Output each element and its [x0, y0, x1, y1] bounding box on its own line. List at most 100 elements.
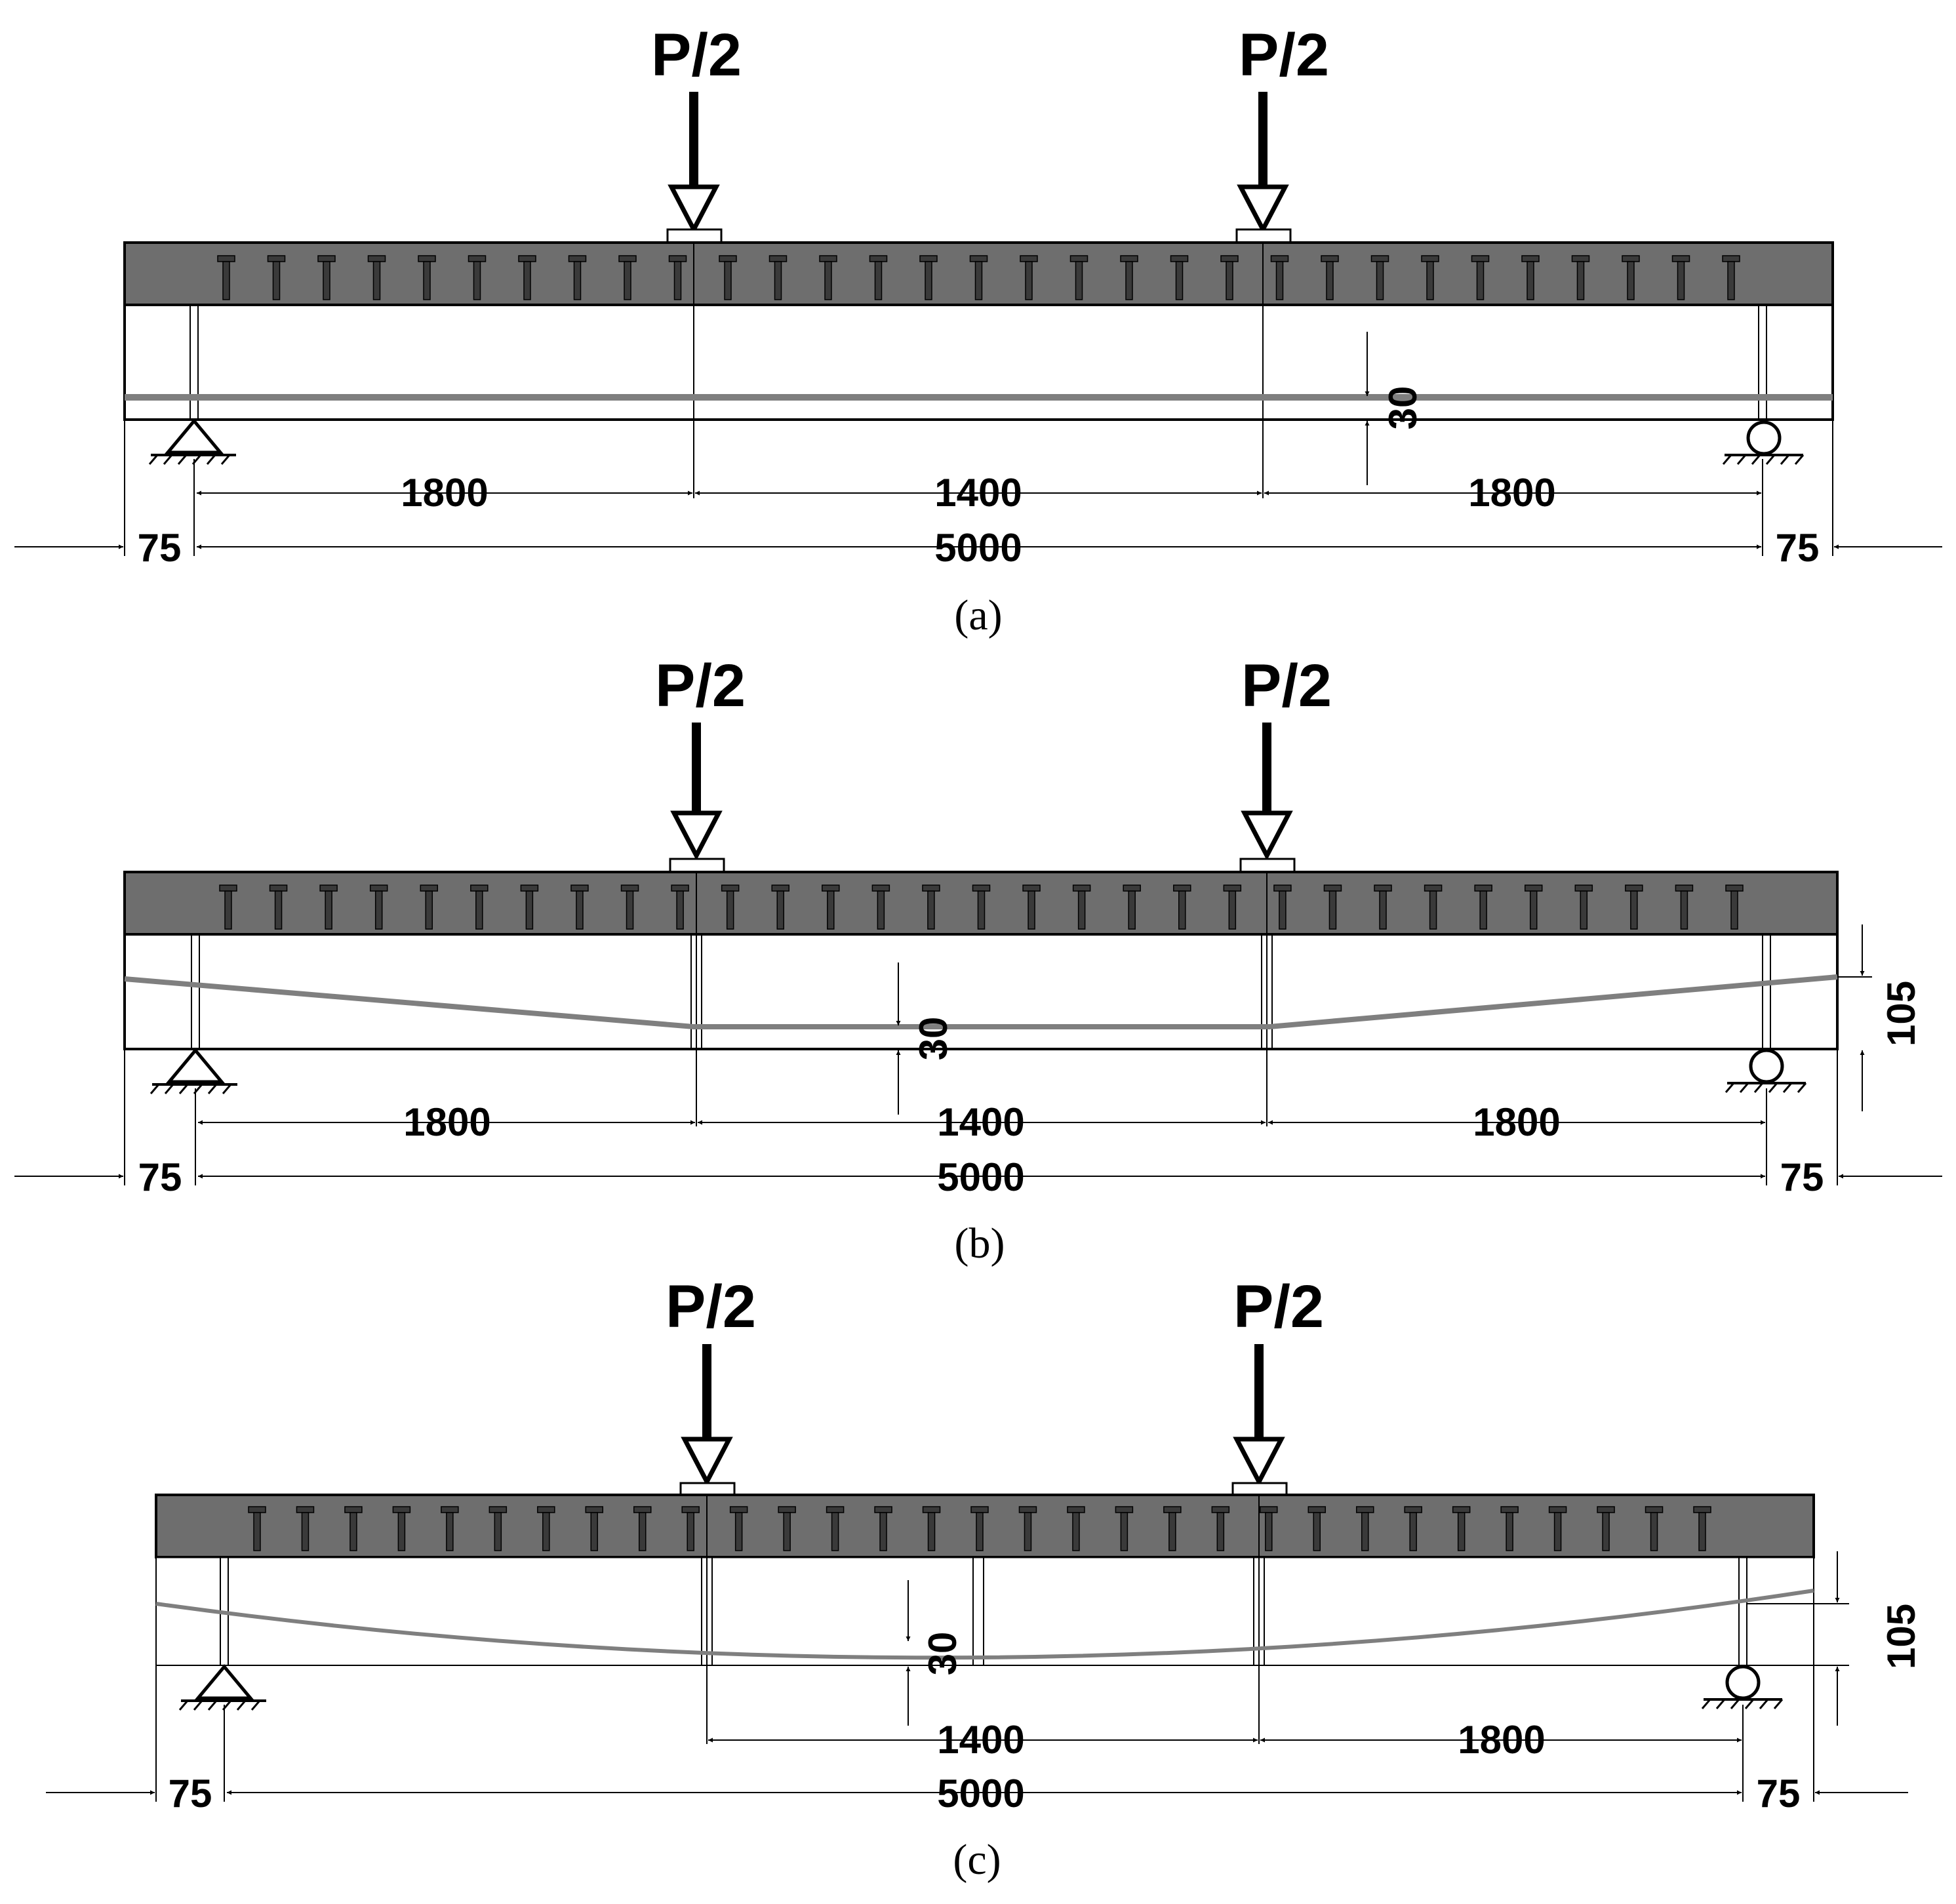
stud-head — [969, 255, 988, 262]
stud-head — [1722, 255, 1740, 262]
stud-head — [1220, 255, 1239, 262]
stud-shank — [1028, 890, 1035, 930]
stud-head — [1675, 884, 1694, 892]
stud-head — [970, 1506, 989, 1513]
steel-beam — [123, 933, 1839, 1050]
stud-shank — [323, 261, 330, 300]
stud-head — [520, 884, 539, 892]
stud-head — [618, 255, 637, 262]
stud-head — [1270, 255, 1289, 262]
stud-shank — [1128, 890, 1136, 930]
dim-overhang-left: 75 — [138, 526, 182, 570]
load-label: P/2 — [1233, 1273, 1324, 1340]
stud-shank — [1429, 890, 1437, 930]
stud-shank — [687, 1512, 694, 1551]
stud-head — [367, 255, 386, 262]
stud-shank — [1326, 261, 1334, 300]
stud-head — [671, 884, 689, 892]
stud-head — [871, 884, 890, 892]
stud-head — [269, 884, 288, 892]
stud-shank — [1527, 261, 1534, 300]
stud-shank — [272, 261, 281, 300]
stud-head — [1067, 1506, 1085, 1513]
dim-middle-span: 1400 — [934, 471, 1022, 515]
panel-a: P/2 P/2 — [14, 22, 1942, 639]
dim-overhang-right: 75 — [1780, 1155, 1824, 1199]
stud-head — [1574, 884, 1593, 892]
stud-head — [719, 255, 737, 262]
stud-head — [668, 255, 687, 262]
stud-shank — [1168, 1512, 1176, 1551]
load-label: P/2 — [655, 652, 746, 719]
stud-shank — [1576, 261, 1585, 300]
stud-shank — [1553, 1512, 1562, 1551]
stud-head — [1597, 1506, 1615, 1513]
stud-head — [972, 884, 991, 892]
stud-head — [1223, 884, 1242, 892]
roller-support — [1722, 420, 1805, 465]
stud-head — [1374, 884, 1392, 892]
steel-beam — [123, 304, 1834, 421]
stud-shank — [446, 1512, 454, 1551]
stud-head — [267, 255, 286, 262]
stud-head — [1625, 884, 1643, 892]
stud-shank — [573, 261, 582, 300]
stud-shank — [974, 261, 983, 300]
stud-head — [633, 1506, 652, 1513]
stud-shank — [776, 890, 784, 930]
shear-studs — [217, 255, 1740, 300]
stud-shank — [1265, 1512, 1273, 1551]
stud-shank — [1313, 1512, 1321, 1551]
stud-shank — [523, 261, 531, 300]
stud-head — [922, 884, 940, 892]
stud-head — [317, 255, 336, 262]
stud-head — [721, 884, 740, 892]
stud-head — [369, 884, 388, 892]
stud-shank — [783, 1512, 791, 1551]
dim-span: 5000 — [937, 1772, 1024, 1815]
stud-head — [570, 884, 589, 892]
dim-shear-span-left: 1800 — [403, 1100, 490, 1144]
stud-shank — [1328, 890, 1337, 930]
stud-head — [1020, 255, 1038, 262]
steel-beam — [156, 1557, 1814, 1665]
dim-eccentricity-mid: 30 — [911, 1017, 955, 1061]
stud-shank — [349, 1512, 357, 1551]
shear-studs — [248, 1506, 1711, 1551]
stud-head — [1069, 255, 1088, 262]
load-arrow-right: P/2 — [1235, 22, 1329, 244]
stud-head — [869, 255, 888, 262]
stud-shank — [475, 890, 483, 930]
stud-head — [919, 255, 938, 262]
stud-shank — [724, 261, 732, 300]
stud-head — [1500, 1506, 1519, 1513]
roller-support — [1701, 1665, 1784, 1709]
stud-head — [1120, 255, 1138, 262]
load-label: P/2 — [666, 1273, 756, 1340]
stud-shank — [1506, 1512, 1513, 1551]
stud-shank — [473, 261, 481, 300]
dim-eccentricity-mid: 30 — [921, 1632, 965, 1676]
stud-shank — [874, 261, 883, 300]
stud-head — [296, 1506, 315, 1513]
stud-head — [1524, 884, 1543, 892]
dim-shear-span-right: 1800 — [1458, 1718, 1545, 1762]
dim-eccentricity-end: 105 — [1879, 981, 1923, 1046]
stud-shank — [626, 890, 634, 930]
stud-head — [1170, 255, 1189, 262]
stud-shank — [1457, 1512, 1466, 1551]
shear-studs — [219, 884, 1744, 930]
pin-support — [150, 1048, 237, 1094]
dim-middle-span: 1400 — [937, 1100, 1024, 1144]
stud-shank — [494, 1512, 502, 1551]
stud-head — [217, 255, 235, 262]
stud-shank — [1361, 1512, 1369, 1551]
dim-shear-span-left: 1800 — [401, 471, 488, 515]
stud-shank — [590, 1512, 599, 1551]
stud-shank — [1650, 1512, 1658, 1551]
stud-head — [1163, 1506, 1182, 1513]
stud-shank — [576, 890, 584, 930]
stud-head — [537, 1506, 555, 1513]
stud-shank — [624, 261, 631, 300]
panel-c: P/2 P/2 — [46, 1273, 1923, 1884]
